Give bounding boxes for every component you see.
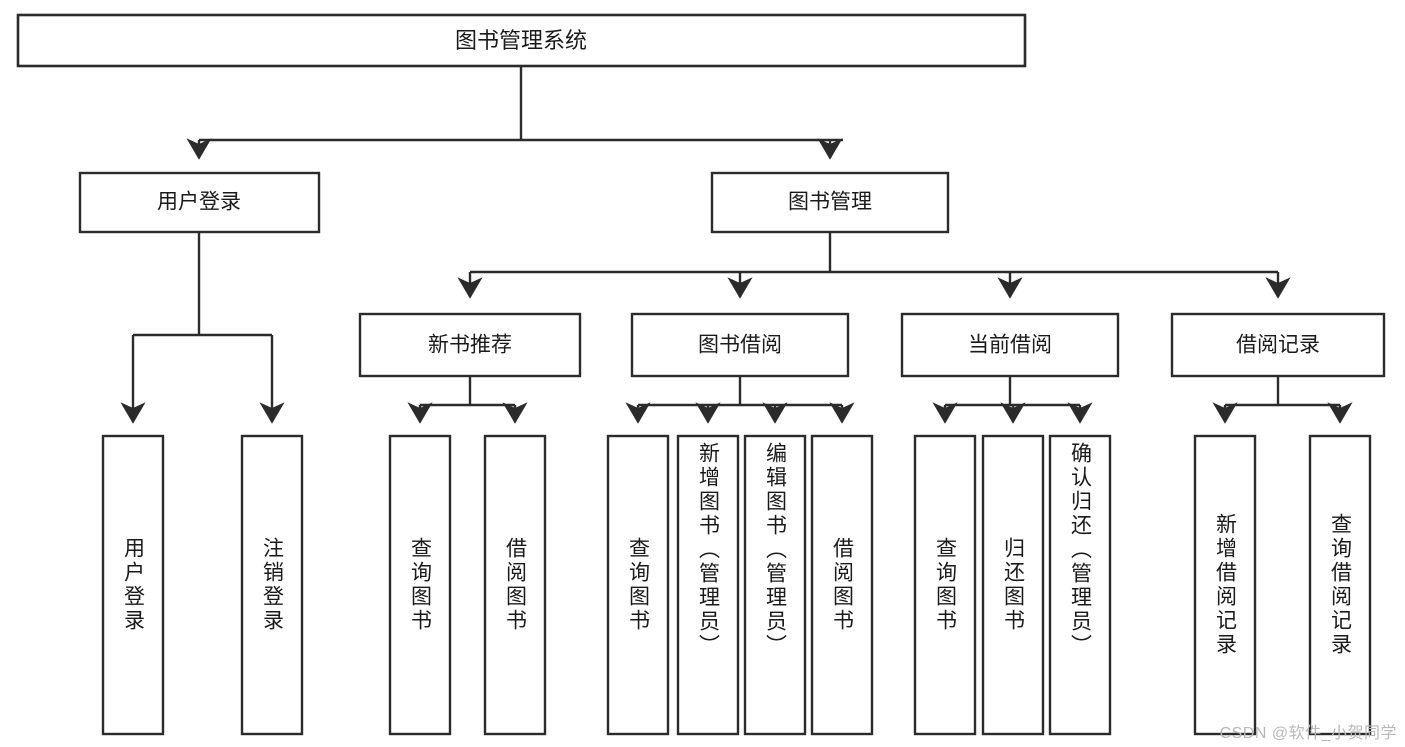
- node-user-login-label: 用户登录: [157, 191, 241, 214]
- node-book-management[interactable]: 图书管理: [710, 171, 950, 234]
- connector-newbook-to-leaves: [407, 377, 528, 424]
- leaf-box-confirm-return[interactable]: [1048, 434, 1112, 736]
- leaf-box-query-book-2[interactable]: [606, 434, 670, 736]
- leaf-box-borrow-book-2[interactable]: [810, 434, 874, 736]
- leaf-box-add-record[interactable]: [1193, 434, 1257, 736]
- node-root[interactable]: 图书管理系统: [16, 13, 1027, 68]
- connector-root-to-level2: [186, 66, 843, 160]
- connector-borrowrecord-to-leaves: [1212, 377, 1353, 424]
- node-new-book-recommend[interactable]: 新书推荐: [358, 312, 582, 378]
- connector-bookborrow-to-leaves: [625, 377, 855, 424]
- leaf-box-return-book[interactable]: [981, 434, 1045, 736]
- leaf-box-query-record[interactable]: [1308, 434, 1372, 736]
- node-new-book-recommend-label: 新书推荐: [428, 334, 512, 357]
- node-book-borrow[interactable]: 图书借阅: [630, 312, 850, 378]
- node-borrow-record-label: 借阅记录: [1236, 334, 1320, 357]
- leaf-box-borrow-book-1[interactable]: [483, 434, 547, 736]
- leaf-box-user-login[interactable]: [101, 434, 165, 736]
- node-book-management-label: 图书管理: [788, 191, 872, 214]
- leaf-box-edit-book[interactable]: [743, 434, 807, 736]
- node-borrow-record[interactable]: 借阅记录: [1170, 312, 1386, 378]
- node-user-login[interactable]: 用户登录: [78, 171, 321, 234]
- node-current-borrow-label: 当前借阅: [968, 334, 1052, 357]
- leaf-box-query-book-1[interactable]: [388, 434, 452, 736]
- node-book-borrow-label: 图书借阅: [698, 334, 782, 357]
- connector-bookmgmt-to-level3: [457, 232, 1291, 299]
- node-root-label: 图书管理系统: [455, 28, 587, 53]
- watermark: CSDN @软件_小贺同学: [1219, 725, 1397, 742]
- connector-userlogin-to-leaves: [120, 232, 285, 424]
- leaf-box-query-book-3[interactable]: [913, 434, 977, 736]
- leaf-box-add-book[interactable]: [676, 434, 740, 736]
- connector-currentborrow-to-leaves: [932, 377, 1093, 424]
- node-current-borrow[interactable]: 当前借阅: [900, 312, 1120, 378]
- leaf-box-logout-login[interactable]: [240, 434, 304, 736]
